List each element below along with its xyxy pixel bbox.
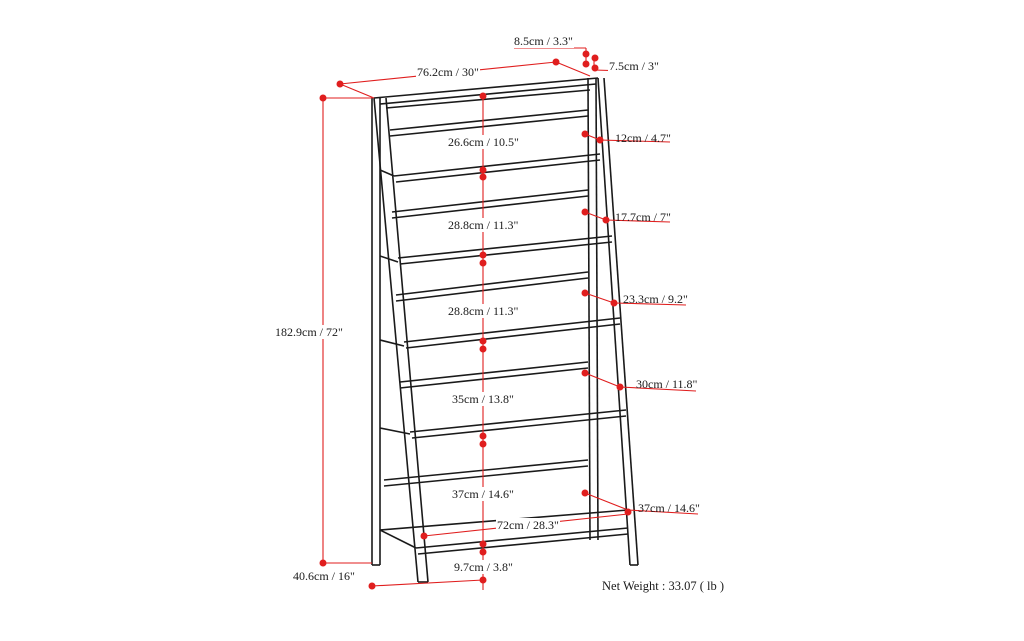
top-width-label: 76.2cm / 30" <box>416 65 480 79</box>
top-rail-depth-label: 8.5cm / 3.3" <box>513 34 574 48</box>
leg-width-label: 7.5cm / 3" <box>608 59 660 73</box>
shelf-gap-4-label: 35cm / 13.8" <box>451 392 515 406</box>
shelf-depth-2-label: 17.7cm / 7" <box>615 210 671 224</box>
shelf-gap-5-label: 37cm / 14.6" <box>451 487 515 501</box>
dimension-points <box>319 50 632 590</box>
net-weight-label: Net Weight : 33.07 ( lb ) <box>601 579 726 593</box>
shelf-depth-1-label: 12cm / 4.7" <box>615 131 671 145</box>
shelf-depth-4-label: 30cm / 11.8" <box>636 377 698 391</box>
shelf-depth-3-label: 23.3cm / 9.2" <box>623 292 688 306</box>
shelf-gap-3-label: 28.8cm / 11.3" <box>447 304 520 318</box>
shelf-depth-5-label: 37cm / 14.6" <box>638 501 700 515</box>
shelf-gap-1-label: 26.6cm / 10.5" <box>447 135 520 149</box>
bottom-clearance-label: 9.7cm / 3.8" <box>453 560 514 574</box>
bottom-shelf-width-label: 72cm / 28.3" <box>496 518 560 532</box>
shelf-frame <box>371 77 639 583</box>
total-height-label: 182.9cm / 72" <box>274 325 344 339</box>
base-depth-label: 40.6cm / 16" <box>292 569 356 583</box>
shelf-gap-2-label: 28.8cm / 11.3" <box>447 218 520 232</box>
